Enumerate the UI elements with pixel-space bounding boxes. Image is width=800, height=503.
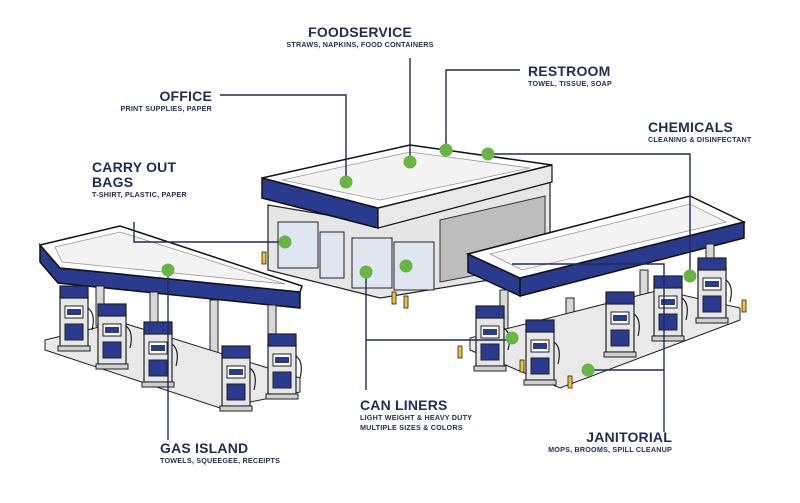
location-marker-icon	[581, 363, 595, 377]
restroom-subtitle: TOWEL, TISSUE, SOAP	[528, 79, 612, 88]
office-callout: OFFICE PRINT SUPPLIES, PAPER	[106, 89, 212, 114]
gas-pump-icon	[473, 305, 510, 372]
gas-pump-icon	[265, 333, 302, 400]
gas-island-callout: GAS ISLAND TOWELS, SQUEEGEE, RECEIPTS	[160, 441, 280, 466]
location-marker-icon	[278, 235, 292, 249]
leader-lines	[133, 58, 691, 440]
chemicals-callout: CHEMICALS CLEANING & DISINFECTANT	[648, 120, 752, 145]
foodservice-subtitle: STRAWS, NAPKINS, FOOD CONTAINERS	[286, 40, 434, 49]
can-liners-callout: CAN LINERS LIGHT WEIGHT & HEAVY DUTY MUL…	[360, 398, 472, 433]
location-marker-icon	[683, 269, 697, 283]
markers	[161, 143, 697, 377]
gas-island-title: GAS ISLAND	[160, 440, 249, 456]
can-liners-subtitle-1: LIGHT WEIGHT & HEAVY DUTY	[360, 413, 473, 422]
restroom-title: RESTROOM	[528, 63, 611, 79]
carry-out-title-line1: CARRY OUT	[92, 159, 177, 175]
location-marker-icon	[359, 265, 373, 279]
office-title: OFFICE	[159, 88, 212, 104]
location-marker-icon	[339, 175, 353, 189]
location-marker-icon	[481, 147, 495, 161]
gas-pump-icon	[95, 303, 132, 370]
office-subtitle: PRINT SUPPLIES, PAPER	[120, 104, 212, 113]
carry-out-title-line2: BAGS	[92, 174, 134, 190]
can-liners-title: CAN LINERS	[360, 397, 448, 413]
chemicals-subtitle: CLEANING & DISINFECTANT	[648, 135, 752, 144]
gas-island-subtitle: TOWELS, SQUEEGEE, RECEIPTS	[160, 456, 281, 465]
restroom-callout: RESTROOM TOWEL, TISSUE, SOAP	[528, 64, 612, 89]
janitorial-title: JANITORIAL	[586, 429, 672, 445]
foodservice-callout: FOODSERVICE STRAWS, NAPKINS, FOOD CONTAI…	[262, 25, 458, 50]
store-building	[261, 144, 553, 299]
location-marker-icon	[161, 263, 175, 277]
gas-pump-icon	[651, 275, 688, 342]
gas-pump-icon	[603, 291, 640, 358]
location-marker-icon	[403, 155, 417, 169]
janitorial-subtitle: MOPS, BROOMS, SPILL CLEANUP	[548, 445, 672, 454]
gas-pump-icon	[219, 345, 256, 412]
gas-pump-icon	[141, 321, 178, 388]
location-marker-icon	[439, 143, 453, 157]
chemicals-title: CHEMICALS	[648, 119, 734, 135]
can-liners-subtitle-2: MULTIPLE SIZES & COLORS	[360, 423, 463, 432]
gas-pump-icon	[523, 319, 560, 386]
location-marker-icon	[399, 259, 413, 273]
bollards	[261, 251, 747, 389]
foodservice-title: FOODSERVICE	[308, 24, 412, 40]
carry-out-callout: CARRY OUT BAGS T-SHIRT, PLASTIC, PAPER	[92, 160, 187, 200]
gas-pump-icon	[57, 285, 94, 352]
location-marker-icon	[505, 331, 519, 345]
janitorial-callout: JANITORIAL MOPS, BROOMS, SPILL CLEANUP	[548, 430, 672, 455]
carry-out-subtitle: T-SHIRT, PLASTIC, PAPER	[92, 190, 187, 199]
gas-pump-icon	[695, 257, 732, 324]
